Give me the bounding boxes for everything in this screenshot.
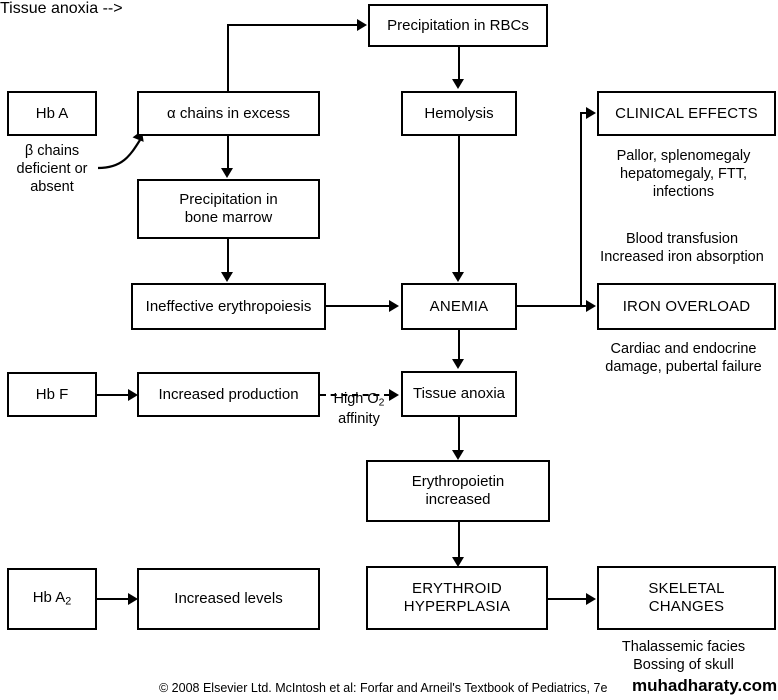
arrowhead-to-iron-overload (586, 300, 596, 312)
node-erythropoietin-increased[interactable]: Erythropoietin increased (366, 460, 550, 522)
node-clinical-effects[interactable]: CLINICAL EFFECTS (597, 91, 776, 136)
arrowhead-to-tissue-anoxia (452, 359, 464, 369)
node-ineffective-erythropoiesis-label: Ineffective erythropoiesis (145, 297, 312, 315)
arrowhead-to-erythropoiesis (221, 272, 233, 282)
arrowhead-production-to-anoxia (389, 389, 399, 401)
connector-erythropoietin-to-hyperplasia (458, 522, 460, 558)
annotation-beta-chains: β chains deficient or absent (16, 143, 88, 196)
connector-alpha-to-rbc-vertical (227, 25, 229, 91)
arrowhead-to-clinical-effects (586, 107, 596, 119)
watermark-muhadharaty: muhadharaty.com (632, 676, 778, 695)
connector-marrow-to-erythropoiesis (227, 239, 229, 273)
node-alpha-chains-label: α chains in excess (167, 104, 290, 122)
annotation-transfusion-detail: Blood transfusion Increased iron absorpt… (600, 231, 764, 266)
arrowhead-to-erythropoietin (452, 450, 464, 460)
connector-hbf-to-production (97, 394, 131, 396)
node-precipitation-in-bone-marrow[interactable]: Precipitation in bone marrow (137, 179, 320, 239)
annotation-high-o2-prefix: High O (333, 391, 379, 407)
node-hb-f[interactable]: Hb F (7, 372, 97, 417)
node-skeletal-changes[interactable]: SKELETAL CHANGES (597, 566, 776, 630)
node-erythropoietin-label: Erythropoietin increased (411, 473, 505, 508)
node-hb-a2[interactable]: Hb A2 (7, 568, 97, 630)
node-hemolysis-label: Hemolysis (424, 104, 494, 122)
node-increased-production[interactable]: Increased production (137, 372, 320, 417)
node-hemolysis[interactable]: Hemolysis (401, 91, 517, 136)
connector-anemia-to-anoxia (458, 330, 460, 360)
connector-hyperplasia-to-skeletal (548, 598, 590, 600)
connector-rbc-to-hemolysis (458, 46, 460, 80)
node-hb-f-label: Hb F (35, 385, 69, 403)
connector-alpha-to-rbc-horizontal (227, 24, 358, 26)
copyright-notice: © 2008 Elsevier Ltd. McIntosh et al: For… (159, 681, 608, 695)
node-precipitation-rbcs-label: Precipitation in RBCs (387, 16, 529, 34)
node-tissue-anoxia-label: Tissue anoxia (413, 385, 505, 403)
node-increased-levels[interactable]: Increased levels (137, 568, 320, 630)
arrowhead-to-skeletal-changes (586, 593, 596, 605)
node-precipitation-in-rbcs[interactable]: Precipitation in RBCs (368, 4, 548, 47)
node-anemia[interactable]: ANEMIA (401, 283, 517, 330)
node-anemia-label: ANEMIA (429, 297, 489, 315)
node-skeletal-changes-label: SKELETAL CHANGES (648, 580, 725, 615)
connector-anemia-bus-vertical (580, 112, 582, 307)
connector-production-to-anoxia-dashed (320, 394, 390, 396)
arrowhead-to-hemolysis (452, 79, 464, 89)
connector-hemolysis-to-anemia (458, 136, 460, 273)
arrowhead-hba2-to-levels (128, 593, 138, 605)
node-ineffective-erythropoiesis[interactable]: Ineffective erythropoiesis (131, 283, 326, 330)
node-iron-overload-label: IRON OVERLOAD (622, 297, 751, 315)
node-increased-levels-label: Increased levels (174, 590, 283, 608)
connector-beta-chains-curve (97, 139, 141, 170)
node-increased-production-label: Increased production (158, 385, 299, 403)
connector-alpha-to-marrow (227, 135, 229, 169)
annotation-iron-overload-detail: Cardiac and endocrine damage, pubertal f… (605, 341, 762, 376)
connector-anemia-right (517, 305, 589, 307)
connector-erythropoiesis-to-anemia (326, 305, 390, 307)
arrowhead-hbf-to-production (128, 389, 138, 401)
annotation-skeletal-detail: Thalassemic facies Bossing of skull (621, 639, 746, 674)
arrowhead-erythropoiesis-to-anemia (389, 300, 399, 312)
node-tissue-anoxia[interactable]: Tissue anoxia (401, 371, 517, 417)
arrowhead-to-marrow (221, 168, 233, 178)
connector-anoxia-to-erythropoietin (458, 417, 460, 451)
annotation-affinity: affinity (338, 410, 380, 427)
annotation-high-o2-subscript: 2 (378, 397, 385, 409)
connector-bus-to-clinical-effects (580, 112, 589, 114)
node-hb-a2-subscript: 2 (65, 595, 72, 608)
annotation-high-o2-affinity: High O2 affinity (325, 390, 393, 428)
node-iron-overload[interactable]: IRON OVERLOAD (597, 283, 776, 330)
node-alpha-chains-in-excess[interactable]: α chains in excess (137, 91, 320, 136)
node-clinical-effects-label: CLINICAL EFFECTS (615, 104, 758, 122)
node-erythroid-hyperplasia-label: ERYTHROID HYPERPLASIA (403, 580, 511, 615)
node-hb-a[interactable]: Hb A (7, 91, 97, 136)
connector-hba2-to-levels (97, 598, 131, 600)
annotation-clinical-effects-detail: Pallor, splenomegaly hepatomegaly, FTT, … (616, 148, 751, 201)
arrowhead-hemolysis-to-anemia (452, 272, 464, 282)
arrowhead-to-precipitation-rbc (357, 19, 367, 31)
node-hb-a2-label: Hb A2 (32, 589, 72, 608)
node-hb-a-label: Hb A (35, 104, 69, 122)
node-erythroid-hyperplasia[interactable]: ERYTHROID HYPERPLASIA (366, 566, 548, 630)
arrowhead-to-hyperplasia (452, 557, 464, 567)
node-precipitation-marrow-label: Precipitation in bone marrow (179, 191, 278, 226)
